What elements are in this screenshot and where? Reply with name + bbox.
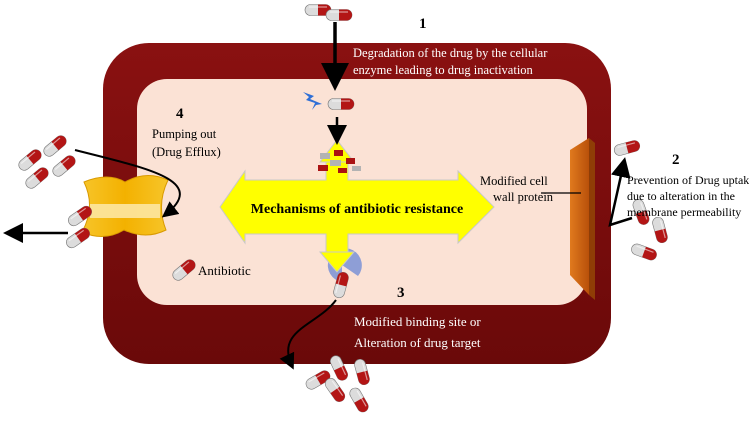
protein-label-line-2: wall protein <box>493 190 554 204</box>
mechanism-4: 4 Pumping out (Drug Efflux) <box>3 106 221 251</box>
mechanism-3-line-2: Alteration of drug target <box>354 335 481 350</box>
mechanism-3-line-1: Modified binding site or <box>354 314 481 329</box>
mechanism-2-line-1: Prevention of Drug uptake <box>627 173 749 187</box>
mechanism-3: 3 Modified binding site or Alteration of… <box>279 270 481 415</box>
enzyme-bolt-icon <box>303 92 322 110</box>
mechanism-2-number: 2 <box>672 152 680 168</box>
mechanism-2: Modified cell wall protein 2 Prevention … <box>480 138 749 263</box>
mechanism-4-number: 4 <box>176 106 184 122</box>
mechanism-2-line-2: due to alteration in the <box>627 189 735 203</box>
mechanism-2-line-3: membrane permeability <box>627 205 741 219</box>
center-arrow <box>219 139 495 273</box>
modified-wall-protein <box>570 138 595 300</box>
degraded-fragments <box>318 150 361 173</box>
mechanism-1-line-1: Degradation of the drug by the cellular <box>353 46 548 60</box>
mechanism-3-number: 3 <box>397 285 405 301</box>
mechanism-4-line-2: (Drug Efflux) <box>152 145 221 159</box>
center-label: Mechanisms of antibiotic resistance <box>251 202 463 217</box>
mechanism-4-line-1: Pumping out <box>152 127 217 141</box>
mechanism-1: 1 Degradation of the drug by the cellula… <box>303 3 548 173</box>
legend-label: Antibiotic <box>198 263 251 278</box>
protein-label-line-1: Modified cell <box>480 174 548 188</box>
efflux-pump <box>81 175 169 237</box>
legend: Antibiotic <box>169 256 251 284</box>
mechanism-1-number: 1 <box>419 16 427 32</box>
mechanism-1-line-2: enzyme leading to drug inactivation <box>353 63 534 77</box>
